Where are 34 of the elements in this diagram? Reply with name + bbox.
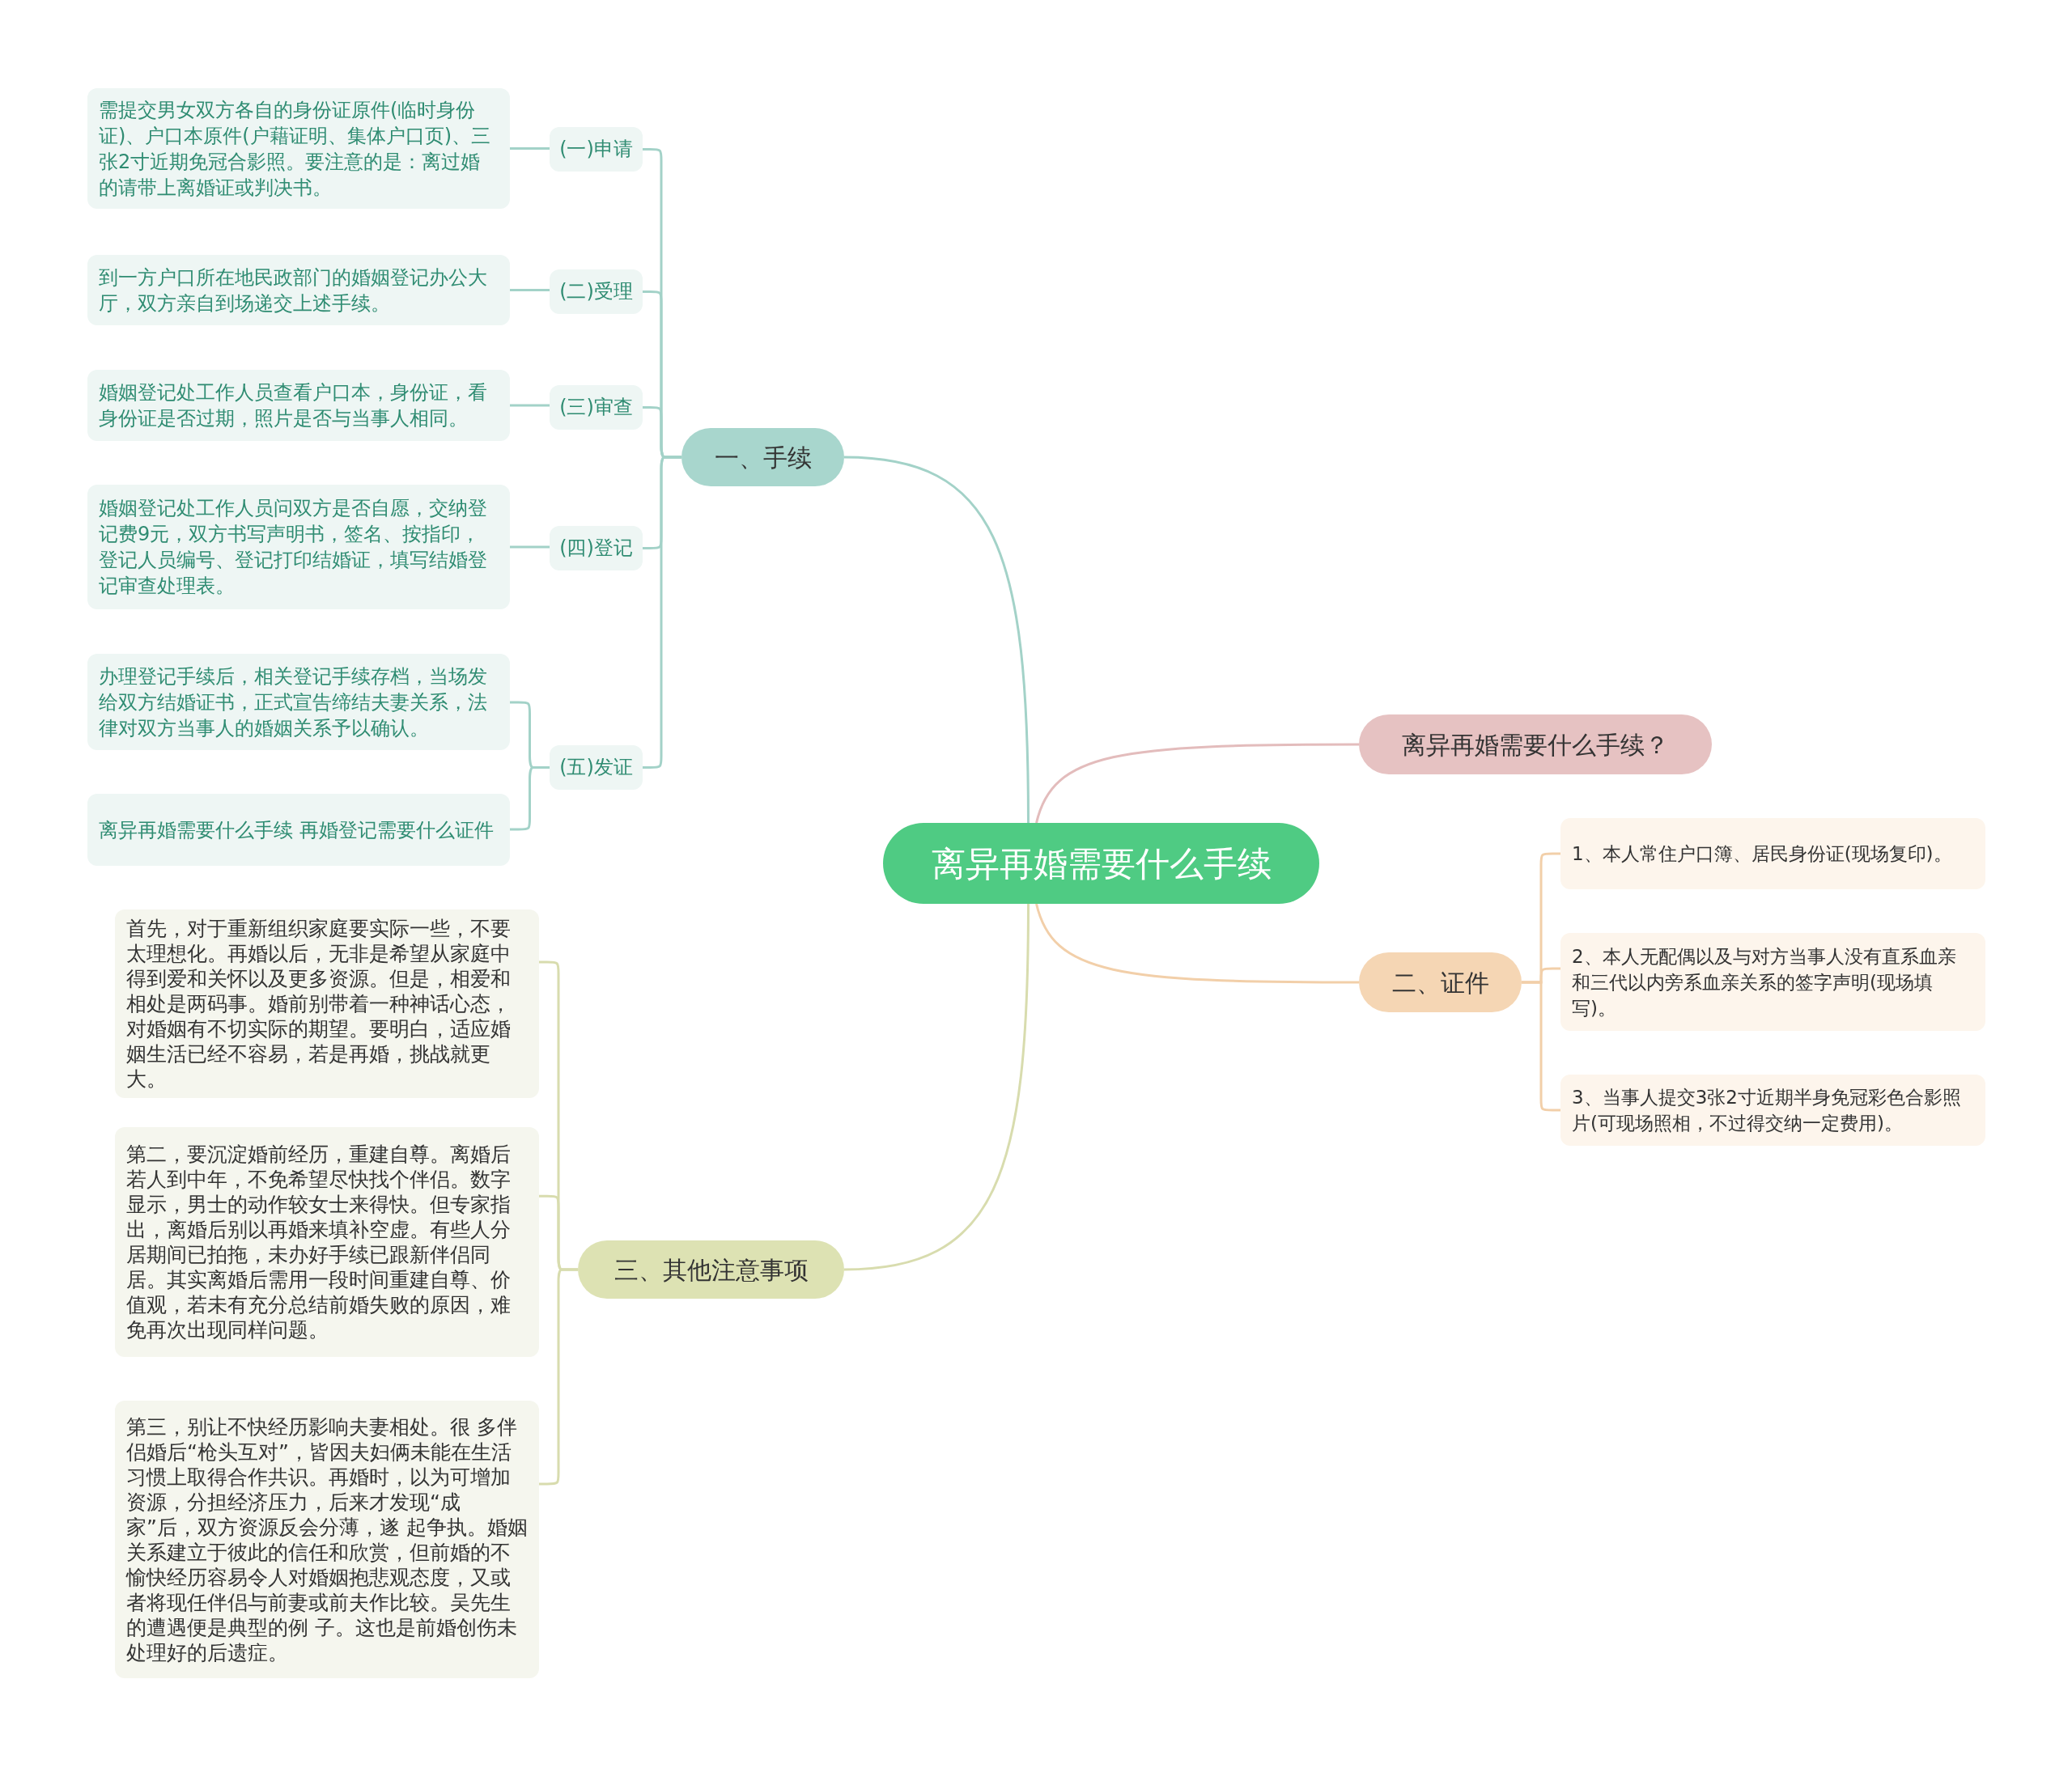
- detail-box: 婚姻登记处工作人员问双方是否自愿，交纳登记费9元，双方书写声明书，签名、按指印，登记人员编号、登记打印结婚证，填写结婚登记审查处理表。: [87, 485, 510, 609]
- connector-line: [510, 147, 550, 150]
- subtopic-box: (二)受理: [550, 269, 643, 314]
- detail-box: 离异再婚需要什么手续 再婚登记需要什么证件: [87, 794, 510, 866]
- subtopic-box: (五)发证: [550, 745, 643, 790]
- connector-line: [510, 404, 550, 407]
- detail-box: 婚姻登记处工作人员查看户口本，身份证，看身份证是否过期，照片是否与当事人相同。: [87, 370, 510, 441]
- detail-box: 到一方户口所在地民政部门的婚姻登记办公大厅，双方亲自到场递交上述手续。: [87, 255, 510, 325]
- detail-box: 办理登记手续后，相关登记手续存档，当场发给双方结婚证书，正式宣告缔结夫妻关系，法律对双方当事人的婚姻关系予以确认。: [87, 654, 510, 750]
- detail-box: 2、本人无配偶以及与对方当事人没有直系血亲和三代以内旁系血亲关系的签字声明(现场填写)。: [1560, 933, 1985, 1031]
- branch-topic: 三、其他注意事项: [578, 1240, 844, 1299]
- central-topic: 离异再婚需要什么手续: [883, 823, 1319, 904]
- detail-box: 需提交男女双方各自的身份证原件(临时身份证)、户口本原件(户藉证明、集体户口页)、三张2寸近期免冠合影照。要注意的是：离过婚的请带上离婚证或判决书。: [87, 88, 510, 209]
- subtopic-box: (一)申请: [550, 127, 643, 172]
- connector-line: [1522, 981, 1560, 1112]
- note-box: 首先，对于重新组织家庭要实际一些，不要太理想化。再婚以后，无非是希望从家庭中得到爱和关怀以及更多资源。但是，相爱和相处是两码事。婚前别带着一种神话心态，对婚姻有不切实际的期望。要明白，适应婚姻生活已经不容易，若是再婚，挑战就更大。: [115, 909, 539, 1098]
- detail-box: 1、本人常住户口簿、居民身份证(现场复印)。: [1560, 818, 1985, 889]
- subtopic-box: (四)登记: [550, 526, 643, 570]
- connector-line: [510, 766, 550, 831]
- note-box: 第二，要沉淀婚前经历，重建自尊。离婚后若人到中年，不免希望尽快找个伴侣。数字显示，男士的动作较女士来得快。但专家指出，离婚后别以再婚来填补空虚。有些人分居期间已拍拖，未办好手续已跟新伴侣同居。其实离婚后需用一段时间重建自尊、价值观，若未有充分总结前婚失败的原因，难免再次出现同样问题。: [115, 1127, 539, 1357]
- subtopic-box: (三)审查: [550, 385, 643, 430]
- note-box: 第三，别让不快经历影响夫妻相处。很 多伴侣婚后“枪头互对”，皆因夫妇俩未能在生活习惯上取得合作共识。再婚时，以为可增加资源，分担经济压力，后来才发现“成家”后，双方资源反会分薄，遂 起争执。婚姻关系建立于彼此的信任和欣赏，但前婚的不愉快经历容易令人对婚姻抱悲观态度，又或者将现任伴侣与前妻或前夫作比较。吴先生的遭遇便是典型的例 子。这也是前婚创伤未处理好的后遗症。: [115, 1401, 539, 1678]
- connector-line: [1035, 903, 1359, 984]
- branch-topic: 二、证件: [1359, 952, 1522, 1012]
- detail-box: 3、当事人提交3张2寸近期半身免冠彩色合影照片(可现场照相，不过得交纳一定费用)。: [1560, 1075, 1985, 1146]
- connector-line: [843, 904, 1030, 1271]
- connector-line: [539, 1268, 578, 1486]
- branch-topic: 一、手续: [681, 428, 844, 486]
- connector-line: [510, 545, 550, 549]
- connector-line: [1035, 743, 1359, 824]
- connector-line: [843, 456, 1030, 823]
- connector-line: [643, 456, 681, 769]
- connector-line: [510, 289, 550, 291]
- branch-topic: 离异再婚需要什么手续？: [1359, 714, 1712, 774]
